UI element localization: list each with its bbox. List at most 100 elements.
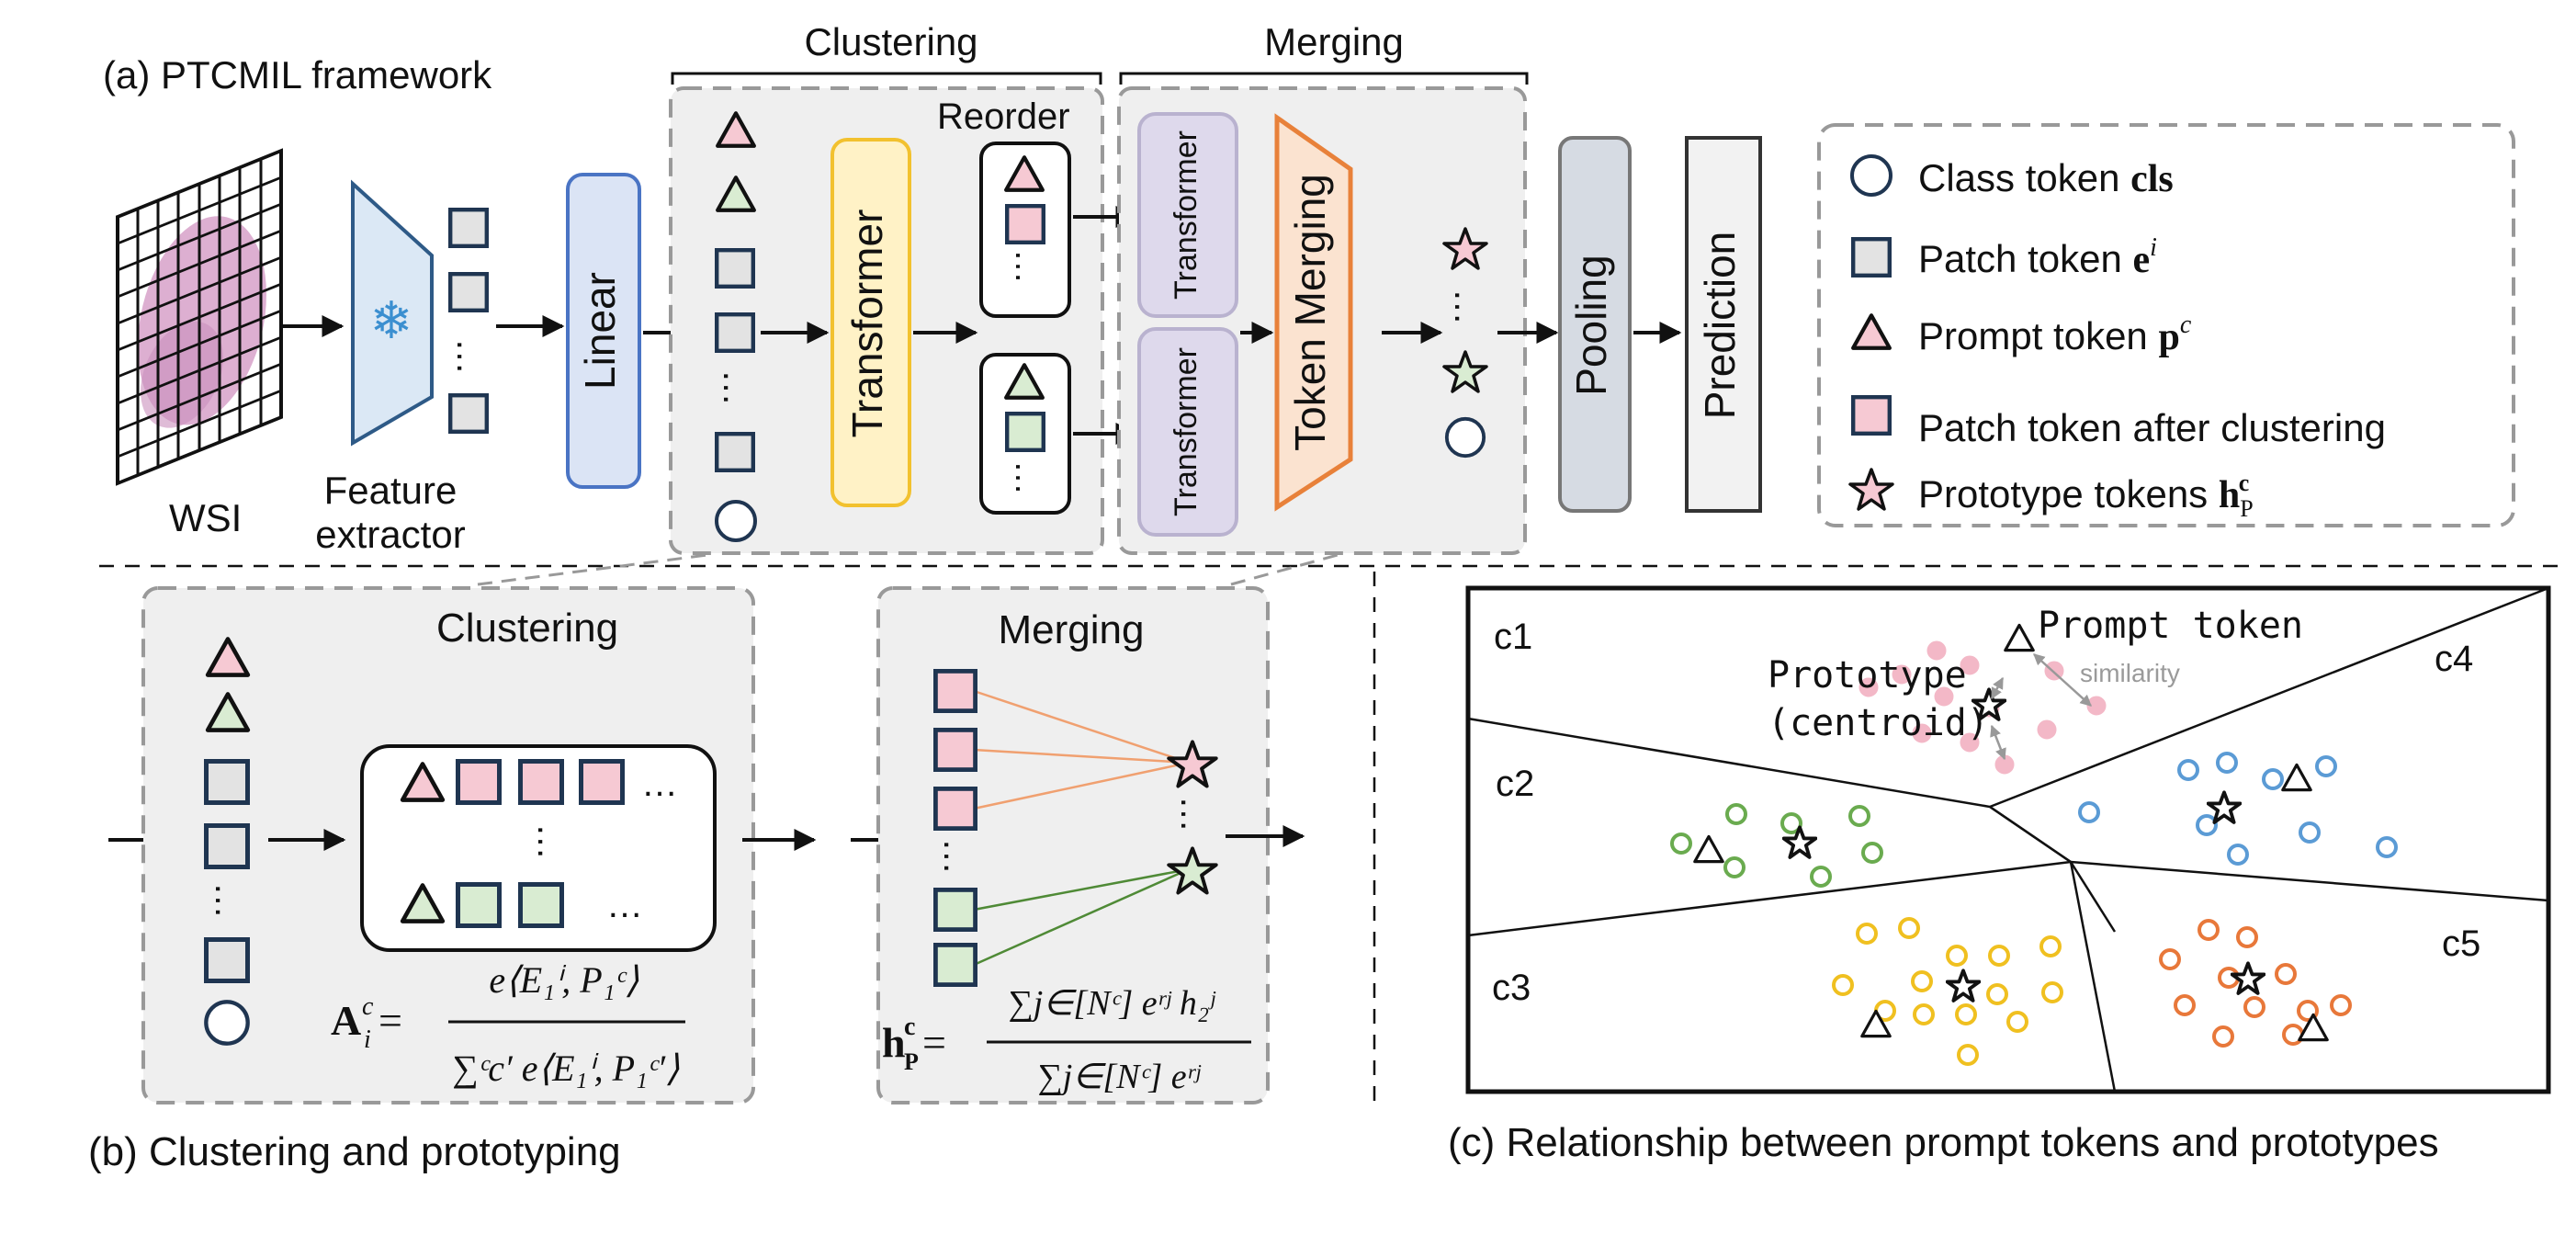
- ellipsis: …: [936, 838, 977, 875]
- sub-transformer-2-label: Transformer: [1169, 347, 1203, 516]
- region-label-c2: c2: [1496, 764, 1534, 804]
- similarity-annotation: similarity: [2080, 659, 2180, 687]
- patch-token-clustered: [935, 671, 975, 710]
- patch-token: [450, 395, 487, 432]
- legend-square-icon: [1853, 239, 1890, 276]
- prediction-block: [1685, 136, 1762, 513]
- patch-token-clustered: [458, 762, 500, 803]
- class-token: [1444, 416, 1486, 459]
- ellipsis: …: [208, 882, 248, 919]
- region-label-c4: c4: [2435, 639, 2473, 679]
- legend-item-class-token: Class token cls: [1918, 156, 2174, 200]
- ellipsis: …: [449, 338, 490, 375]
- patch-token-clustered: [1007, 206, 1044, 243]
- merging-bracket: [1119, 72, 1529, 85]
- ellipsis: …: [530, 823, 571, 860]
- svg-text:c: c: [904, 1013, 915, 1041]
- merging-detail-title: Merging: [999, 607, 1145, 652]
- clustering-bracket-label: Clustering: [804, 20, 977, 63]
- cluster-c1-points: [1858, 640, 2107, 776]
- formula-attention: A i c = e⟨E₁ⁱ, P₁ᶜ⟩ ∑ᶜc′ e⟨E₁ⁱ, P₁ᶜ′⟩: [331, 959, 685, 1089]
- feature-extractor: ❄: [351, 179, 434, 447]
- patch-token-clustered: [1007, 413, 1044, 450]
- patch-token-clustered: [521, 885, 562, 926]
- patch-token: [717, 434, 753, 470]
- ellipsis: …: [716, 369, 756, 406]
- voronoi-plot: [1465, 585, 2551, 1094]
- panel-c-title: (c) Relationship between prompt tokens a…: [1448, 1120, 2439, 1165]
- feature-extractor-label-2: extractor: [315, 513, 465, 556]
- feature-extractor-label-1: Feature: [324, 469, 458, 512]
- svg-text:e⟨E₁ⁱ, P₁ᶜ⟩: e⟨E₁ⁱ, P₁ᶜ⟩: [489, 959, 639, 1001]
- ellipsis: …: [1173, 796, 1214, 833]
- pooling-block: [1558, 136, 1632, 513]
- prototype-annotation-1: Prototype: [1768, 654, 1967, 697]
- panel-a-title: (a) PTCMIL framework: [103, 53, 492, 96]
- class-token: [715, 500, 757, 542]
- ellipsis: …: [1008, 460, 1046, 495]
- clustering-detail-title: Clustering: [436, 606, 618, 651]
- zoom-line: [1230, 553, 1339, 586]
- pooling-label: Pooling: [1567, 255, 1615, 395]
- linear-block: [566, 173, 641, 489]
- wsi-image: [116, 148, 283, 486]
- class-token: [206, 1002, 247, 1043]
- svg-text:=: =: [378, 997, 402, 1044]
- transformer-block: [830, 138, 911, 507]
- transformer-label: Transformer: [843, 210, 891, 438]
- patch-token: [450, 210, 487, 246]
- svg-text:=: =: [922, 1019, 946, 1066]
- patch-token: [717, 250, 753, 287]
- patch-token-clustered: [935, 889, 975, 929]
- patch-token-clustered: [935, 730, 975, 769]
- panel-b-title: (b) Clustering and prototyping: [88, 1129, 621, 1174]
- svg-text:∑j∈[Nᶜ] eʳʲ: ∑j∈[Nᶜ] eʳʲ: [1038, 1058, 1202, 1096]
- legend-pink-square-icon: [1853, 397, 1890, 434]
- cluster-c4-points: [2078, 752, 2398, 866]
- merging-bracket-label: Merging: [1264, 20, 1404, 63]
- token-merging-label: Token Merging: [1286, 174, 1334, 451]
- svg-text:∑j∈[Nᶜ] eʳʲ h₂ʲ: ∑j∈[Nᶜ] eʳʲ h₂ʲ: [1009, 984, 1216, 1023]
- legend-item-patch-token: Patch token ei: [1918, 233, 2157, 281]
- token-merging-block: [1274, 113, 1353, 512]
- sub-transformer-2: [1137, 327, 1238, 537]
- snowflake-icon: ❄: [370, 293, 413, 350]
- prototype-annotation-2: (centroid): [1768, 702, 1989, 744]
- svg-text:i: i: [364, 1025, 371, 1054]
- svg-text:P: P: [904, 1048, 919, 1075]
- patch-token-clustered: [582, 762, 623, 803]
- reorder-label: Reorder: [937, 96, 1070, 137]
- merge-lines-green: [973, 867, 1190, 967]
- linear-label: Linear: [576, 272, 624, 390]
- svg-text:h: h: [882, 1019, 906, 1066]
- patch-token-clustered: [935, 945, 975, 984]
- patch-token: [717, 314, 753, 351]
- patch-token: [207, 762, 248, 803]
- prediction-label: Prediction: [1696, 232, 1744, 420]
- svg-text:∑ᶜc′ e⟨E₁ⁱ, P₁ᶜ′⟩: ∑ᶜc′ e⟨E₁ⁱ, P₁ᶜ′⟩: [452, 1048, 680, 1089]
- ellipsis: …: [641, 764, 678, 804]
- patch-token: [207, 940, 248, 981]
- region-label-c3: c3: [1492, 968, 1531, 1008]
- sub-transformer-1-label: Transformer: [1169, 130, 1203, 300]
- legend-circle-icon: [1850, 154, 1892, 197]
- legend-box: [1817, 123, 2515, 527]
- legend-item-prompt-token: Prompt token pc: [1918, 311, 2192, 358]
- cluster-c3-points: [1832, 917, 2063, 1066]
- svg-text:c: c: [362, 992, 374, 1021]
- patch-token: [450, 274, 487, 311]
- cluster-assignment-box: [360, 744, 717, 952]
- svg-text:A: A: [331, 997, 361, 1044]
- patch-token-clustered: [935, 788, 975, 828]
- ellipsis: …: [1008, 249, 1046, 284]
- legend-item-prototype-tokens: Prototype tokens hPc: [1918, 470, 2254, 522]
- formula-prototype: h P c = ∑j∈[Nᶜ] eʳʲ h₂ʲ ∑j∈[Nᶜ] eʳʲ: [882, 984, 1251, 1096]
- cluster-c5-points: [2159, 919, 2352, 1048]
- clustering-bracket: [671, 72, 1102, 85]
- wsi-label: WSI: [169, 496, 242, 539]
- patch-token-clustered: [521, 762, 562, 803]
- patch-token: [207, 826, 248, 867]
- zoom-line: [477, 553, 708, 586]
- prompt-token-annotation: Prompt token: [2038, 605, 2303, 647]
